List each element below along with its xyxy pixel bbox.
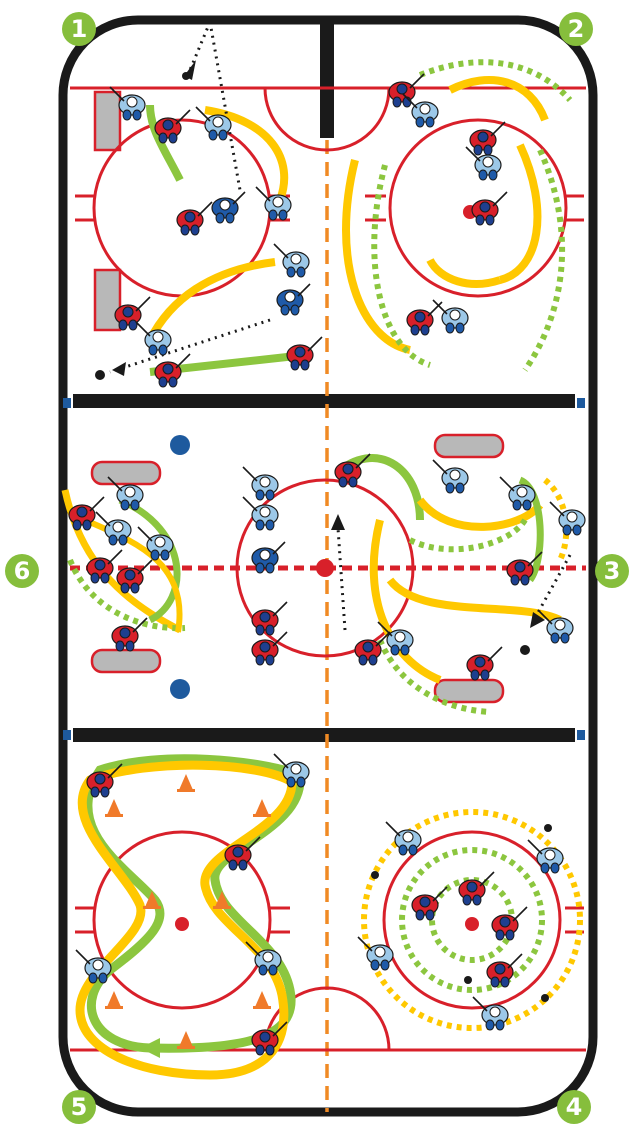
svg-text:4: 4 [566, 1093, 583, 1121]
skate-path-icon [377, 638, 491, 715]
svg-text:1: 1 [71, 15, 88, 43]
skate-path-icon [448, 76, 549, 122]
goal-crease-icon [433, 678, 505, 704]
skate-path-icon [118, 496, 181, 624]
skate-path-icon [67, 558, 186, 632]
goal-crease-icon [90, 648, 162, 674]
center-arc [263, 986, 391, 1051]
faceoff-spot-icon [316, 559, 334, 577]
arrow-head-icon [112, 362, 126, 376]
skate-path-icon [342, 159, 411, 354]
skate-path-icon [361, 809, 583, 1031]
faceoff-circle [382, 830, 562, 1010]
station-badge: 6 [5, 554, 39, 588]
goal-crease-icon [93, 90, 122, 152]
zone-divider-top [73, 394, 575, 408]
zone-divider-bottom [73, 728, 575, 742]
goal-crease-icon [93, 268, 122, 332]
station-badge: 4 [557, 1090, 591, 1124]
skate-path-icon [146, 258, 276, 342]
zone-line-marker [577, 398, 585, 408]
svg-text:6: 6 [14, 557, 31, 585]
puck-icon [464, 976, 472, 984]
station-badge: 3 [595, 554, 629, 588]
faceoff-spot-icon [175, 917, 189, 931]
faceoff-spot-icon [170, 679, 190, 699]
faceoff-circle [92, 830, 272, 1010]
zone-line-marker [63, 398, 71, 408]
pass-arrow-icon [533, 554, 572, 619]
faceoff-spot-icon [170, 435, 190, 455]
goal-crease-icon [90, 460, 162, 486]
arrow-head-icon [331, 514, 345, 530]
center-arc [263, 87, 391, 152]
arrow-head-icon [530, 612, 545, 628]
center-circle [235, 478, 415, 658]
skate-path-icon [426, 257, 502, 288]
arrow-head-icon [140, 1038, 160, 1058]
svg-text:2: 2 [568, 15, 585, 43]
svg-text:3: 3 [604, 557, 621, 585]
skate-path-icon [371, 164, 431, 368]
skate-path-icon [369, 519, 442, 684]
faceoff-spot-icon [465, 917, 479, 931]
puck-icon [182, 72, 190, 80]
puck-icon [95, 370, 105, 380]
skate-path-icon [418, 59, 573, 102]
puck-icon [371, 871, 379, 879]
skate-path-icon [408, 518, 528, 553]
faceoff-circle [388, 118, 568, 298]
skate-path-icon [204, 106, 289, 202]
pass-arrow-icon [109, 318, 271, 374]
station-badge: 5 [62, 1090, 96, 1124]
svg-text:5: 5 [71, 1093, 88, 1121]
station-badge: 2 [559, 12, 593, 46]
puck-icon [520, 645, 530, 655]
zone-line-marker [577, 730, 585, 740]
skate-path-icon [498, 143, 542, 284]
skate-path-icon [399, 847, 545, 993]
puck-icon [541, 994, 549, 1002]
zone-line-marker [63, 730, 71, 740]
puck-icon [544, 824, 552, 832]
skate-path-icon [416, 497, 544, 531]
station-badge: 1 [62, 12, 96, 46]
top-center-divider [320, 20, 334, 138]
pass-arrow-icon [188, 21, 212, 71]
goal-crease-icon [433, 433, 505, 459]
pass-arrow-icon [208, 21, 242, 191]
pass-arrow-icon [336, 527, 347, 631]
